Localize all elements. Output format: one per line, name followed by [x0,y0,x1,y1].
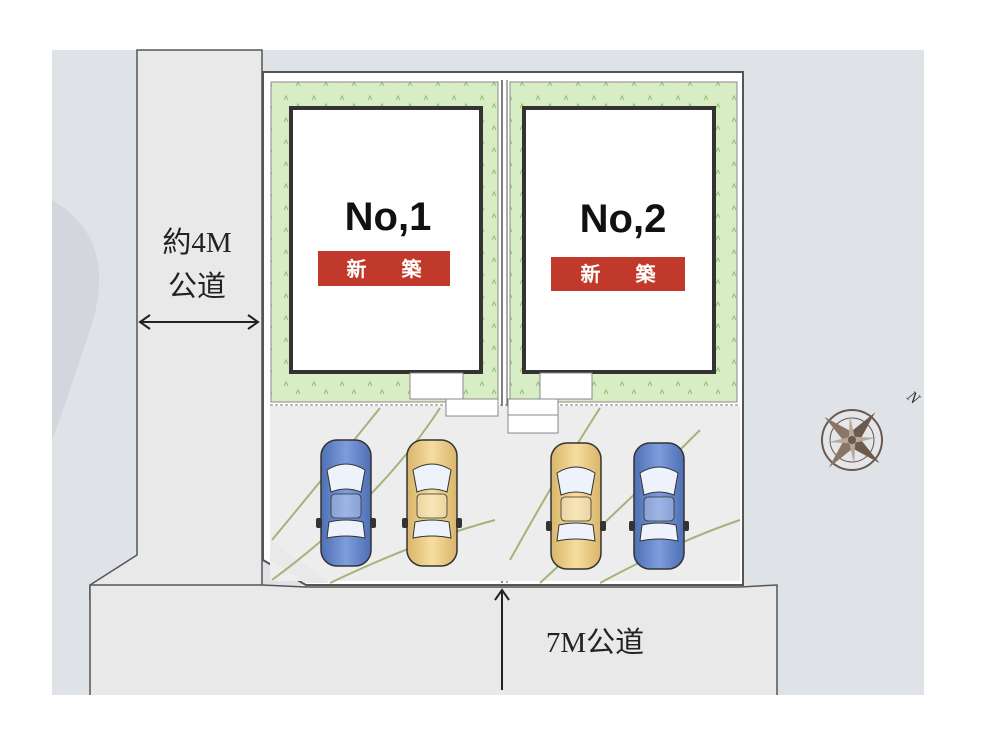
car-blue-lot1-icon [316,439,376,567]
lot1-house [289,106,483,374]
south-road-label: 7M公道 [546,626,644,659]
south-road [90,585,777,695]
west-road-width-arrow [138,314,260,330]
south-road-edge [90,584,778,695]
west-road-label-line1: 約4M [162,226,231,259]
lot2-title: No,2 [580,197,667,241]
lot2-badge-text: 新 築 [581,262,670,286]
lot1-badge [318,251,450,286]
lot2-house [522,106,716,374]
lot1-steps [409,372,499,417]
lot1-title: No,1 [345,195,432,239]
west-road-label-line2: 公道 [168,270,226,303]
compass-rose-icon [821,409,883,471]
car-yellow-lot2-icon [546,442,606,570]
parked-cars [316,439,689,570]
car-blue-lot2-icon [629,442,689,570]
south-road-width-arrow [494,588,510,690]
background-shading [52,200,100,440]
car-yellow-lot1-icon [402,439,462,567]
lot2-badge [551,257,685,291]
lot1-badge-text: 新 築 [347,257,436,281]
lot2-steps [507,372,593,434]
parking-corner [270,540,330,583]
